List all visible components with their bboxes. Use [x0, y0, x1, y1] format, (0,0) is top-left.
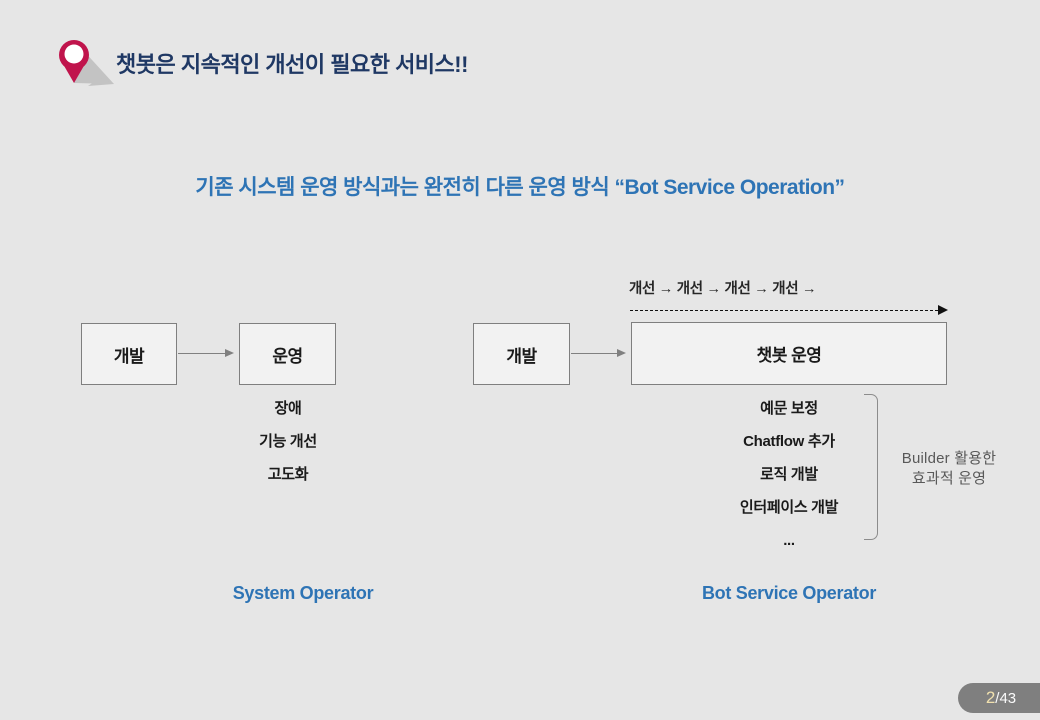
- chatbot-operation-box: 챗봇 운영: [631, 322, 947, 385]
- builder-note: Builder 활용한 효과적 운영: [884, 449, 1014, 489]
- improvement-sequence-text: 개선 → 개선 → 개선 → 개선 →: [629, 281, 817, 297]
- builder-note-line2: 효과적 운영: [911, 470, 987, 487]
- bot-service-operator-label: Bot Service Operator: [701, 583, 877, 603]
- grouping-bracket: [864, 394, 878, 540]
- total-page-number: 43: [999, 689, 1017, 707]
- page-title: 챗봇은 지속적인 개선이 필요한 서비스!!: [116, 52, 468, 77]
- list-item: 인터페이스 개발: [739, 499, 839, 516]
- page-number-badge: 2/43: [958, 683, 1040, 713]
- list-item: ...: [783, 532, 795, 549]
- system-operator-label: System Operator: [232, 583, 374, 603]
- right-flow-arrow: [571, 348, 626, 357]
- list-item: 예문 보정: [760, 400, 818, 417]
- right-development-box: 개발: [473, 323, 570, 385]
- left-operation-box: 운영: [239, 323, 336, 385]
- left-flow-arrow: [178, 348, 234, 357]
- current-page-number: 2: [985, 688, 996, 707]
- location-pin-icon: [54, 38, 116, 92]
- system-operation-task-list: 장애 기능 개선 고도화: [188, 401, 388, 500]
- list-item: Chatflow 추가: [743, 433, 835, 450]
- list-item: 기능 개선: [259, 433, 317, 450]
- list-item: 로직 개발: [760, 466, 818, 483]
- left-development-box: 개발: [81, 323, 177, 385]
- bot-operation-task-list: 예문 보정 Chatflow 추가 로직 개발 인터페이스 개발 ...: [689, 401, 889, 566]
- slide-subtitle: 기존 시스템 운영 방식과는 완전히 다른 운영 방식 “Bot Service…: [195, 176, 845, 199]
- list-item: 고도화: [267, 466, 309, 483]
- list-item: 장애: [274, 400, 302, 417]
- page-separator: /: [995, 689, 1000, 707]
- continuous-improvement-arrow: [630, 305, 948, 316]
- builder-note-line1: Builder 활용한: [901, 450, 997, 467]
